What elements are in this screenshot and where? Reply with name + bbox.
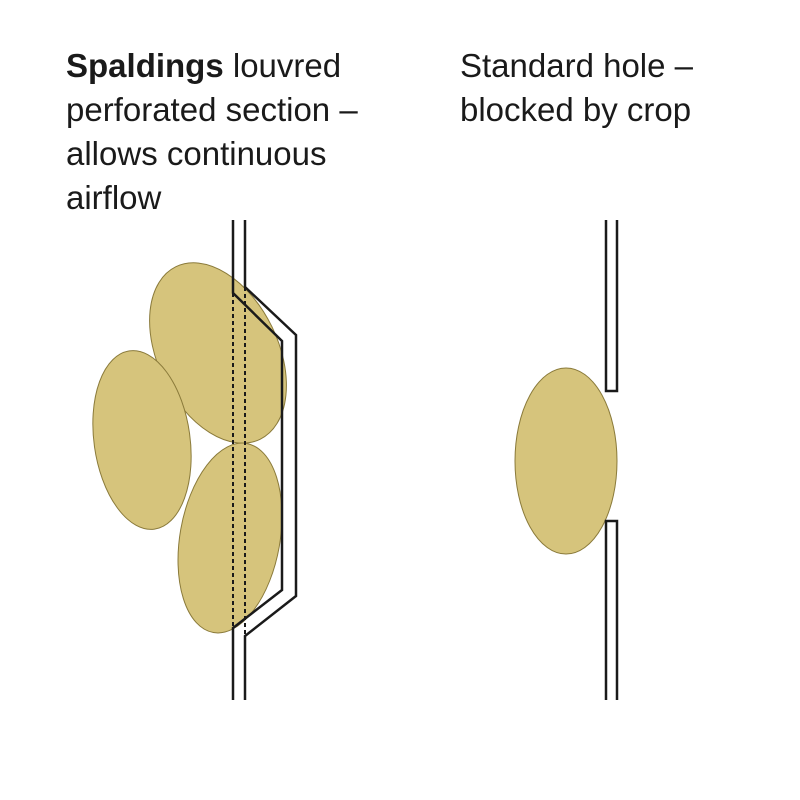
standard-wall [604, 220, 619, 700]
caption-line-2: perforated section – [66, 91, 358, 128]
standard-hole-caption: Standard hole – blocked by crop [460, 44, 760, 132]
louvred-wall-outer-line [243, 220, 298, 700]
caption-line-1: Standard hole – [460, 47, 694, 84]
caption-line-4: airflow [66, 179, 162, 216]
louvred-section-illustration [92, 220, 298, 700]
standard-wall-bottom-segment [604, 519, 619, 700]
louvred-wall-inner-line [231, 220, 284, 700]
louvre-opening-dashed-lines [232, 287, 246, 636]
caption-line-3: allows continuous [66, 135, 327, 172]
louvred-wall [231, 220, 298, 700]
louvred-section-caption: Spaldings louvred perforated section – a… [66, 44, 426, 220]
crop-grains-left [92, 262, 287, 634]
standard-wall-top-segment [604, 220, 619, 393]
brand-name: Spaldings [66, 47, 224, 84]
caption-line-1: Spaldings louvred [66, 44, 426, 88]
standard-hole-illustration [514, 220, 619, 700]
crop-grain-bottom [177, 442, 283, 634]
caption-line-2: blocked by crop [460, 91, 692, 128]
crop-grain-middle [92, 350, 192, 530]
crop-grain-blocking-hole [514, 367, 618, 555]
caption-line-1-rest: louvred [223, 47, 342, 84]
